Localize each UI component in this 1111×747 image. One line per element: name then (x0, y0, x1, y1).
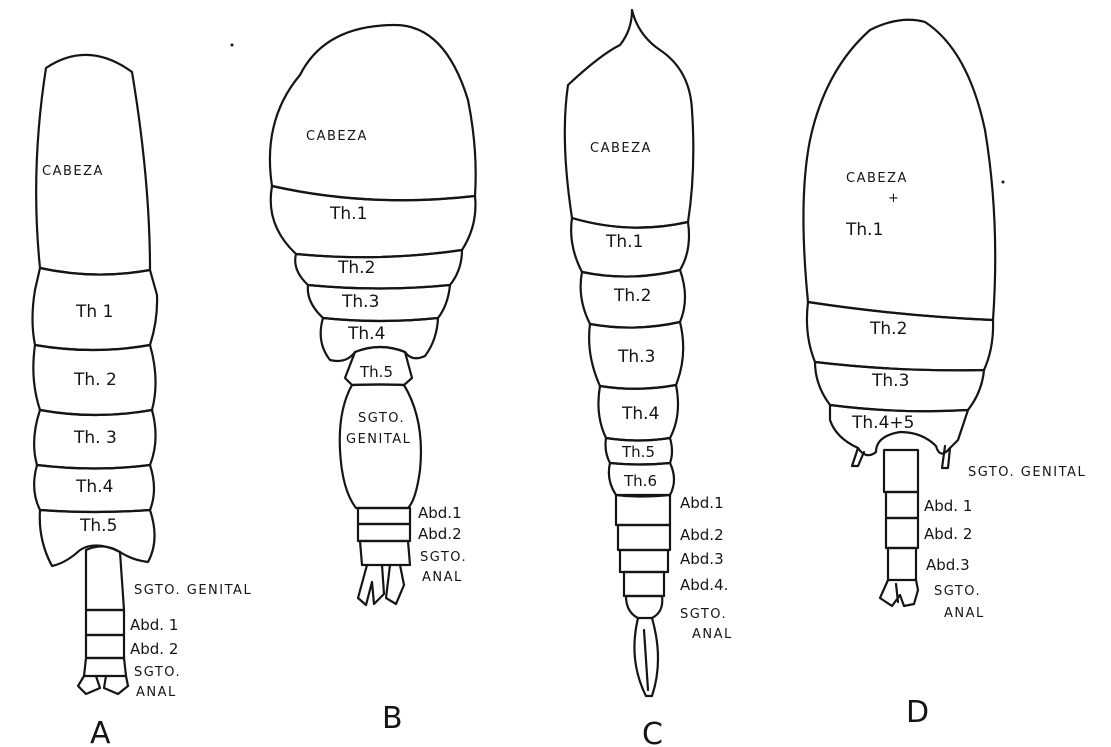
figure-a-th3-label: Th. 3 (73, 428, 117, 448)
ink-speck (231, 44, 234, 47)
figure-c-abd3 (624, 572, 664, 596)
ink-speck (1002, 181, 1005, 184)
figure-b-abd1-label: Abd.1 (418, 504, 462, 522)
figure-d-anal-label-2: ANAL (944, 606, 985, 621)
figure-d-abd1-label: Abd. 1 (924, 497, 972, 515)
figure-c-th4-label: Th.4 (621, 404, 659, 424)
figure-b-th3-label: Th.3 (341, 292, 379, 312)
figure-c-abd4 (626, 596, 662, 618)
figure-b-anal-label-1: SGTO. (420, 550, 467, 565)
figure-a-anal (84, 658, 126, 676)
figure-b-head (270, 25, 476, 200)
figure-a-th4-label: Th.4 (75, 477, 113, 497)
figure-d-plus-label: + (888, 191, 900, 206)
figure-b-th4-label: Th.4 (347, 324, 385, 344)
figure-a-genital-label: SGTO. GENITAL (134, 583, 252, 598)
figure-b-th1-label: Th.1 (329, 204, 367, 224)
figure-b-abd1 (358, 508, 410, 524)
figure-d-th45-label: Th.4+5 (851, 413, 914, 433)
figure-b-th5-label: Th.5 (359, 363, 393, 381)
figure-a-abd1 (86, 610, 124, 635)
figure-d-th1-label: Th.1 (845, 220, 883, 240)
figure-d-head-th1 (803, 20, 995, 320)
figure-b: CABEZA Th.1 Th.2 Th.3 Th.4 Th.5 SGTO. GE… (270, 25, 476, 736)
figure-c-abd1-label: Abd.1 (680, 494, 724, 512)
figure-c-abd4-label: Abd.4. (680, 576, 728, 594)
figure-a-abd1-label: Abd. 1 (130, 616, 178, 634)
figure-a-anal-label-1: SGTO. (134, 665, 181, 680)
figure-a-head-label: CABEZA (42, 164, 104, 179)
figure-b-furca (358, 565, 404, 605)
figure-c-abd1 (618, 525, 670, 550)
figure-c-furca (634, 618, 658, 696)
figure-d-abd2 (886, 518, 918, 548)
figure-a-abd2 (86, 635, 124, 658)
figure-b-genital-label-1: SGTO. (358, 411, 405, 426)
figure-a-abd2-label: Abd. 2 (130, 640, 178, 658)
figure-c-head-label: CABEZA (590, 141, 652, 156)
figure-b-th2-label: Th.2 (337, 258, 375, 278)
figure-a-genital-segment (86, 546, 124, 610)
figure-b-th1-outline (271, 186, 476, 257)
figure-c-anal-label-1: SGTO. (680, 607, 727, 622)
figure-d-wing-left (852, 448, 864, 466)
figure-d-abd2-label: Abd. 2 (924, 525, 972, 543)
figure-d-abd3-label: Abd.3 (926, 556, 970, 574)
figure-a: CABEZA Th 1 Th. 2 Th. 3 Th.4 Th.5 SGTO. … (33, 55, 253, 747)
figure-d-th2-label: Th.2 (869, 319, 907, 339)
figure-c: CABEZA Th.1 Th.2 Th.3 Th.4 Th.5 Th.6 Abd… (565, 10, 733, 747)
figure-d-abd1 (886, 492, 918, 518)
figure-d-genital-segment (884, 450, 918, 492)
figure-d-head-label: CABEZA (846, 171, 908, 186)
figure-c-abd2-label: Abd.2 (680, 526, 724, 544)
figure-d-wing-right (942, 446, 950, 468)
figure-c-th2-label: Th.2 (613, 286, 651, 306)
figure-c-abd2 (620, 550, 668, 572)
figure-a-anal-label-2: ANAL (136, 685, 177, 700)
figure-c-abd3-label: Abd.3 (680, 550, 724, 568)
figure-d-letter: D (906, 695, 929, 730)
figure-d: CABEZA + Th.1 Th.2 Th.3 Th.4+5 SGTO. GEN… (803, 20, 1086, 730)
figure-b-anal (360, 541, 410, 565)
figure-b-anal-label-2: ANAL (422, 570, 463, 585)
figure-b-head-label: CABEZA (306, 129, 368, 144)
figure-c-th3-label: Th.3 (617, 347, 655, 367)
figure-d-genital-label: SGTO. GENITAL (968, 465, 1086, 480)
figure-a-th5-label: Th.5 (79, 516, 117, 536)
figure-c-anal-label-2: ANAL (692, 627, 733, 642)
figure-b-letter: B (382, 701, 403, 736)
figure-c-head (565, 10, 694, 228)
figure-b-abd2-label: Abd.2 (418, 525, 462, 543)
figure-c-th6-label: Th.6 (623, 472, 657, 490)
figure-a-th2-label: Th. 2 (73, 370, 117, 390)
figure-a-th1-label: Th 1 (75, 302, 113, 322)
figure-d-abd3 (888, 548, 916, 580)
figure-d-anal-label-1: SGTO. (934, 584, 981, 599)
figure-a-letter: A (90, 716, 111, 747)
figure-d-furca (880, 580, 918, 606)
figure-d-th3-label: Th.3 (871, 371, 909, 391)
figure-c-letter: C (642, 717, 663, 747)
figure-c-th1-label: Th.1 (605, 232, 643, 252)
figure-c-th5-label: Th.5 (621, 443, 655, 461)
figure-b-genital-label-2: GENITAL (346, 432, 411, 447)
figure-a-furca (78, 676, 128, 694)
figure-b-th2-outline (295, 250, 462, 289)
figure-b-abd2 (358, 524, 410, 541)
figure-c-genital-segment (616, 495, 670, 525)
